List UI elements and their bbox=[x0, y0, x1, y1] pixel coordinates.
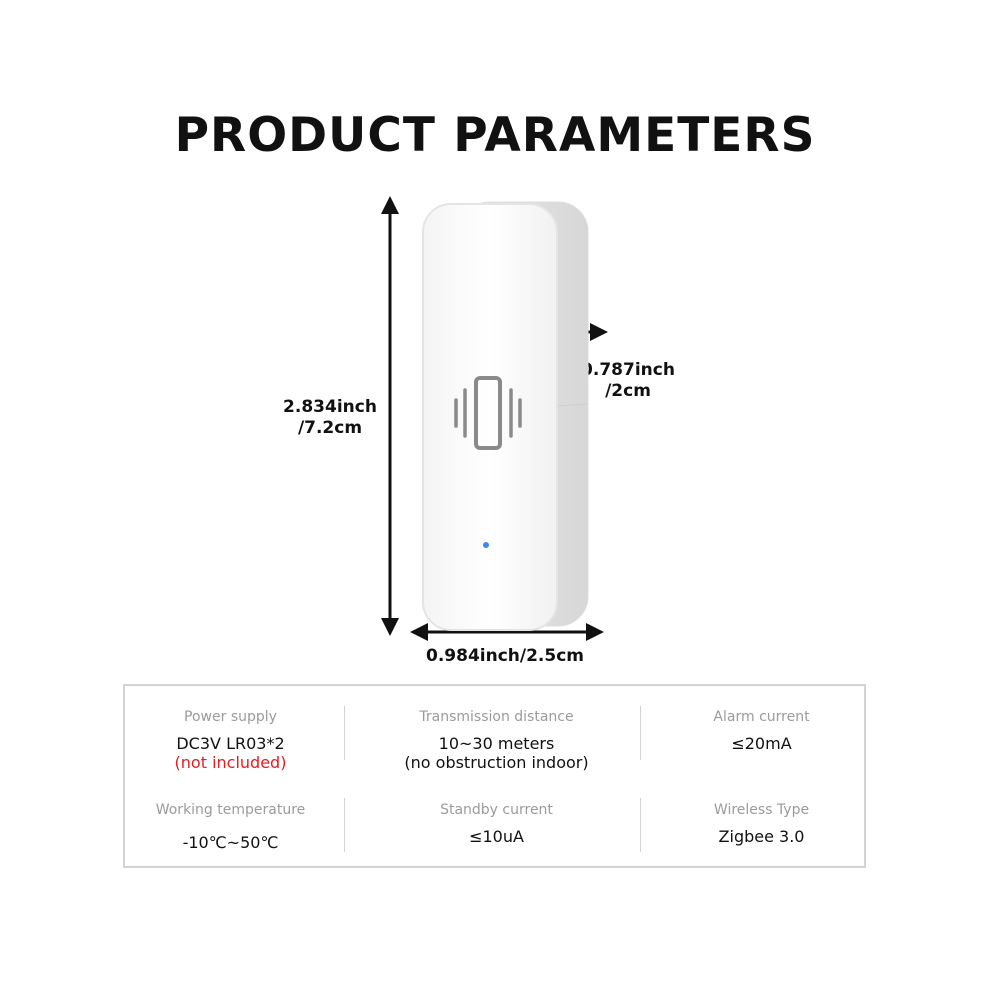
column-divider bbox=[344, 798, 345, 852]
column-divider bbox=[344, 706, 345, 760]
param-value: ≤20mA bbox=[731, 734, 792, 753]
param-label: Working temperature bbox=[155, 802, 306, 818]
page-title: PRODUCT PARAMETERS bbox=[174, 108, 816, 163]
param-label: Transmission distance bbox=[419, 709, 574, 725]
param-note: (not included) bbox=[174, 753, 287, 772]
param-alarm-current: Alarm current ≤20mA bbox=[638, 708, 885, 753]
param-value: 10~30 meters bbox=[438, 734, 555, 753]
param-label: Wireless Type bbox=[713, 802, 810, 818]
sensor-device bbox=[422, 201, 589, 631]
depth-cm-text: /2cm bbox=[605, 381, 651, 401]
width-label: 0.984inch/2.5cm bbox=[426, 646, 584, 666]
param-transmission-distance: Transmission distance 10~30 meters (no o… bbox=[373, 708, 620, 772]
vibration-icon bbox=[454, 376, 522, 450]
height-inch-text: 2.834inch bbox=[283, 397, 377, 417]
parameters-table: Power supply DC3V LR03*2 (not included) … bbox=[123, 684, 866, 868]
column-divider bbox=[640, 798, 641, 852]
depth-label: 0.787inch /2cm bbox=[568, 360, 688, 402]
height-label: 2.834inch /7.2cm bbox=[270, 397, 390, 439]
param-note: (no obstruction indoor) bbox=[404, 753, 589, 772]
param-wireless-type: Wireless Type Zigbee 3.0 bbox=[638, 801, 885, 846]
depth-inch-text: 0.787inch bbox=[581, 360, 675, 380]
param-value: -10℃~50℃ bbox=[182, 833, 279, 852]
param-value: DC3V LR03*2 bbox=[176, 734, 285, 753]
param-value: Zigbee 3.0 bbox=[718, 827, 805, 846]
param-label: Alarm current bbox=[713, 709, 810, 725]
param-working-temperature: Working temperature -10℃~50℃ bbox=[107, 801, 354, 852]
param-value: ≤10uA bbox=[469, 827, 524, 846]
height-dimension-arrow bbox=[381, 196, 399, 636]
param-standby-current: Standby current ≤10uA bbox=[373, 801, 620, 846]
param-power-supply: Power supply DC3V LR03*2 (not included) bbox=[107, 708, 354, 772]
param-label: Power supply bbox=[184, 709, 277, 725]
led-indicator-icon bbox=[483, 542, 489, 548]
height-cm-text: /7.2cm bbox=[297, 418, 363, 438]
width-dimension-arrow bbox=[410, 623, 604, 641]
param-label: Standby current bbox=[440, 802, 553, 818]
column-divider bbox=[640, 706, 641, 760]
